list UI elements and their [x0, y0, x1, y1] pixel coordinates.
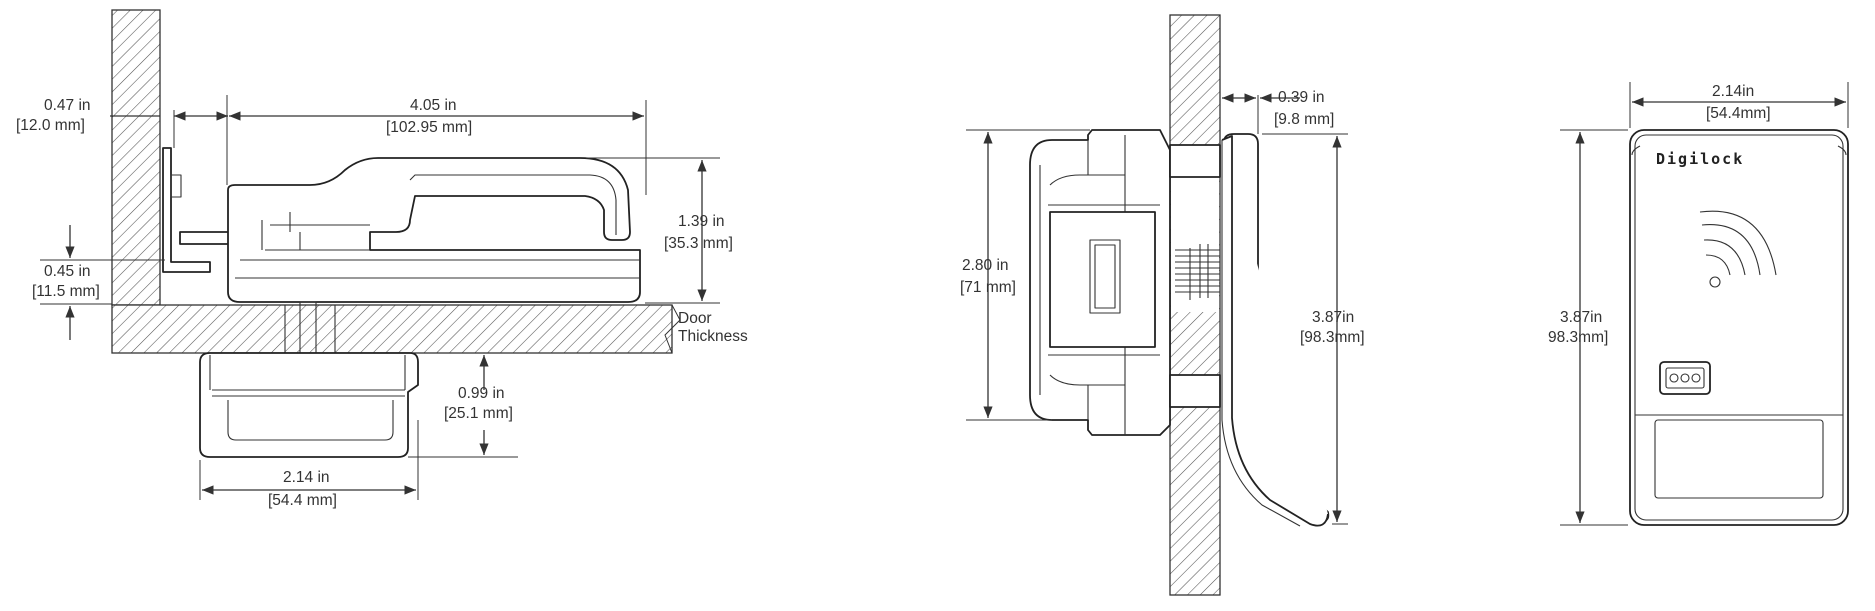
- dim-3-87-front: 3.87in 98.3mm]: [1548, 129, 1628, 526]
- dim-2-14-front: 2.14in [54.4mm]: [1629, 82, 1849, 128]
- dim-0-47-in-label: 0.47 in: [44, 97, 91, 114]
- dim-2-14-side-mm-label: [54.4 mm]: [268, 492, 337, 509]
- cabinet-wall: [111, 9, 161, 306]
- dim-3-87-front-mm-label: 98.3mm]: [1548, 329, 1608, 346]
- dim-2-14-front-mm-label: [54.4mm]: [1706, 105, 1771, 122]
- brand-logo-text: Digilock: [1656, 150, 1744, 168]
- dim-1-39-in-label: 1.39 in: [678, 213, 725, 230]
- dim-4-05-in-label: 4.05 in: [410, 97, 457, 114]
- dim-0-45-in-label: 0.45 in: [44, 263, 91, 280]
- dim-0-45-mm-label: [11.5 mm]: [32, 283, 100, 300]
- dim-0-99-in-label: 0.99 in: [458, 385, 505, 402]
- nfc-wireless-icon: [1699, 210, 1777, 288]
- door-thickness-label-2: Thickness: [678, 328, 748, 345]
- dim-4-05-mm-label: [102.95 mm]: [386, 119, 472, 136]
- mounted-view: 0.39 in [9.8 mm] 2.80 in [71 mm] 3.87in …: [960, 14, 1365, 596]
- dim-3-87-front-in-label: 3.87in: [1560, 309, 1602, 326]
- dim-2-80: 2.80 in [71 mm]: [960, 129, 1090, 421]
- dim-2-80-in-label: 2.80 in: [962, 257, 1009, 274]
- dim-0-39: 0.39 in [9.8 mm]: [1222, 89, 1334, 134]
- led-indicator-icon: [1659, 361, 1711, 395]
- keypad-front: Digilock: [1629, 129, 1849, 526]
- dim-0-45: 0.45 in [11.5 mm]: [32, 225, 165, 340]
- dim-2-14-side: 2.14 in [54.4 mm]: [199, 420, 419, 509]
- keypad-profile: [1221, 133, 1330, 527]
- door-panel: [111, 304, 673, 354]
- dim-0-99: 0.99 in [25.1 mm]: [408, 355, 518, 458]
- wiring: [1175, 244, 1220, 300]
- door-thickness-label-1: Door: [678, 310, 712, 327]
- dim-3-87-middle-in-label: 3.87in: [1312, 309, 1354, 326]
- dim-0-99-mm-label: [25.1 mm]: [444, 405, 513, 422]
- dim-3-87-middle-mm-label: [98.3mm]: [1300, 329, 1365, 346]
- dim-0-47: 0.47 in [12.0 mm]: [16, 95, 228, 185]
- side-view: 0.47 in [12.0 mm] 4.05 in [102.95 mm] 1.…: [16, 9, 748, 509]
- dim-2-14-side-in-label: 2.14 in: [283, 469, 330, 486]
- keypad-side: [199, 352, 419, 458]
- dim-0-39-mm-label: [9.8 mm]: [1274, 111, 1334, 128]
- dim-1-39: 1.39 in [35.3 mm]: [586, 157, 733, 304]
- strike-bracket: [162, 147, 211, 273]
- dim-0-39-in-label: 0.39 in: [1278, 89, 1325, 106]
- dim-2-80-mm-label: [71 mm]: [960, 279, 1016, 296]
- dim-1-39-mm-label: [35.3 mm]: [664, 235, 733, 252]
- dim-2-14-front-in-label: 2.14in: [1712, 83, 1754, 100]
- lock-body-side: [179, 157, 641, 355]
- dim-0-47-mm-label: [12.0 mm]: [16, 117, 85, 134]
- dim-3-87-middle: 3.87in [98.3mm]: [1262, 133, 1365, 525]
- lock-body-mounted: [1029, 129, 1221, 436]
- dim-4-05: 4.05 in [102.95 mm]: [229, 97, 647, 195]
- front-view: Digilock 2.14in: [1548, 82, 1849, 526]
